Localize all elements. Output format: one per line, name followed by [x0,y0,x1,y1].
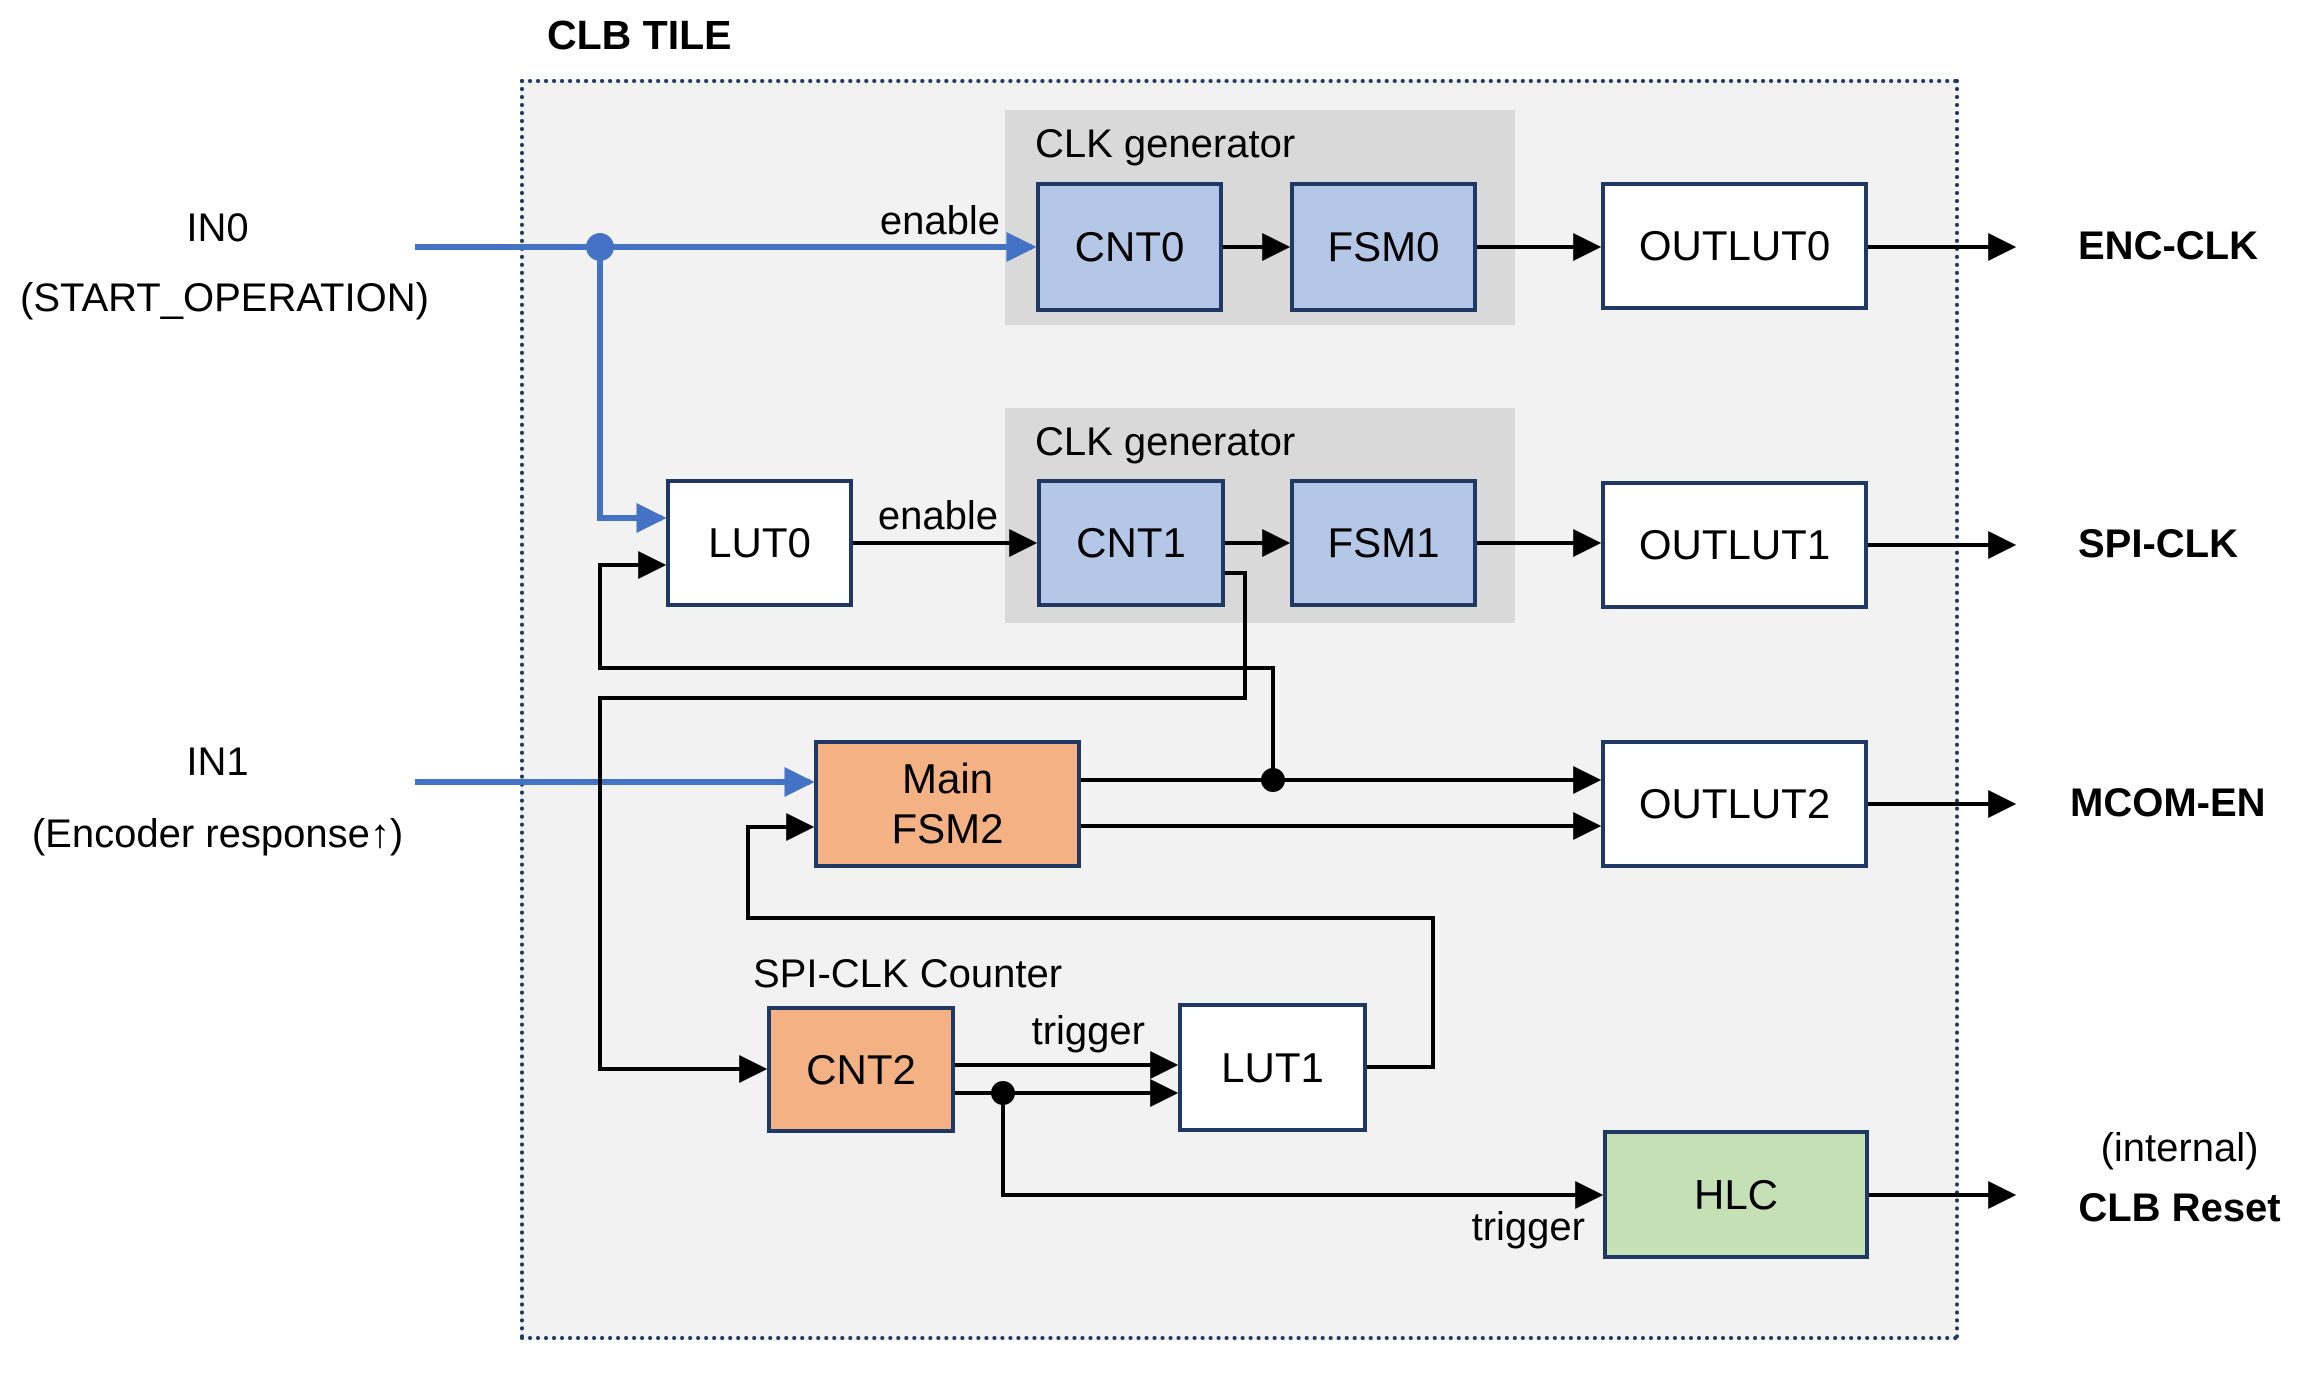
label-enc-clk: ENC-CLK [2078,224,2258,268]
label-spi-clk-counter: SPI-CLK Counter [753,952,1063,996]
junction-cnt2-out2 [991,1081,1015,1105]
junction-fsm2-out1 [1261,768,1285,792]
label-start-operation: (START_OPERATION) [20,276,429,320]
block-outlut0: OUTLUT0 [1601,182,1868,310]
wire-cnt2-to-hlc-trigger [1001,1093,1604,1209]
block-lut0: LUT0 [666,479,853,607]
label-enable-row1: enable [879,199,1000,243]
block-fsm1: FSM1 [1290,479,1477,607]
label-in1: IN1 [186,740,249,784]
label-clb-reset: CLB Reset [2078,1186,2281,1230]
block-fsm0: FSM0 [1290,182,1477,312]
label-trigger-hlc: trigger [1471,1205,1585,1249]
block-hlc: HLC [1603,1130,1869,1259]
clk-generator-group-1-label: CLK generator [1035,420,1296,464]
block-cnt2: CNT2 [767,1006,955,1133]
block-outlut2: OUTLUT2 [1601,740,1868,868]
clk-generator-group-0-label: CLK generator [1035,122,1296,166]
block-lut1: LUT1 [1178,1003,1367,1132]
label-enable-row2: enable [877,494,998,538]
label-spi-clk: SPI-CLK [2078,522,2238,566]
wire-feedback-to-lut0 [598,551,1275,780]
page-title: CLB TILE [547,12,732,58]
block-cnt1: CNT1 [1037,479,1225,607]
wire-in0-branch-to-lut0 [597,247,667,533]
label-internal: (internal) [2100,1126,2259,1170]
label-trigger-lut1: trigger [1031,1009,1145,1053]
label-mcom-en: MCOM-EN [2070,781,2266,825]
wire-lut1-to-fsm2-in2 [746,813,1435,1069]
block-cnt0: CNT0 [1036,182,1223,312]
block-outlut1: OUTLUT1 [1601,481,1868,609]
wire-cnt1-to-cnt2-clock [598,571,1247,1083]
label-in0: IN0 [186,206,249,250]
block-main-fsm2: Main FSM2 [814,740,1081,868]
junction-in0-branch [586,233,614,261]
label-encoder-response: (Encoder response↑) [31,812,404,856]
